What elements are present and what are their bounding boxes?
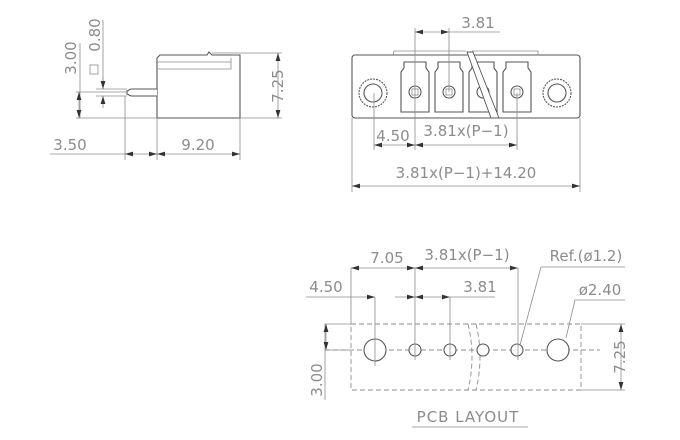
dim-edge-to-first: 7.05	[370, 249, 403, 267]
dim-pin-square: 0.80	[86, 18, 104, 51]
mount-hole-label: ø2.40	[579, 281, 622, 299]
mount-hole-right	[542, 78, 572, 108]
side-body	[156, 51, 241, 119]
front-view: 3.81 4.50 3.81x(P−1) 3.81x(P−1)+14.20	[351, 14, 581, 192]
ref-hole-label: Ref.(ø1.2)	[550, 247, 623, 265]
dim-pitch: 3.81	[461, 14, 494, 32]
pcb-outline	[350, 323, 582, 391]
pcb-layout: 7.05 3.81x(P−1) 4.50 3.81 Ref.(ø1.2) ø2.…	[306, 246, 629, 428]
side-view: 7.25 3.50 9.20 3.00 0.80	[50, 18, 287, 160]
mount-hole-left	[358, 78, 388, 108]
pin-hole	[510, 343, 524, 357]
dim-row-offset: 3.00	[308, 363, 326, 396]
dim-pitch: 3.81	[463, 278, 496, 296]
dim-body-depth: 9.20	[181, 136, 214, 154]
dim-pitch-span: 3.81x(P−1)	[424, 246, 509, 264]
mount-hole	[546, 338, 570, 362]
pcb-layout-title: PCB LAYOUT	[417, 408, 520, 426]
terminal-slots	[400, 51, 532, 119]
dim-height: 7.25	[269, 69, 287, 102]
dim-pitch-span: 3.81x(P−1)	[423, 122, 508, 140]
square-symbol-icon	[89, 64, 99, 75]
pin-hole	[476, 343, 490, 357]
dim-height: 7.25	[611, 340, 629, 373]
dim-pin-offset: 3.00	[62, 41, 80, 74]
dim-total-length: 3.81x(P−1)+14.20	[396, 164, 537, 182]
dim-end-offset: 4.50	[376, 127, 409, 145]
dim-end-offset: 4.50	[309, 278, 342, 296]
dim-pin-length: 3.50	[53, 136, 86, 154]
side-pin	[126, 88, 157, 97]
